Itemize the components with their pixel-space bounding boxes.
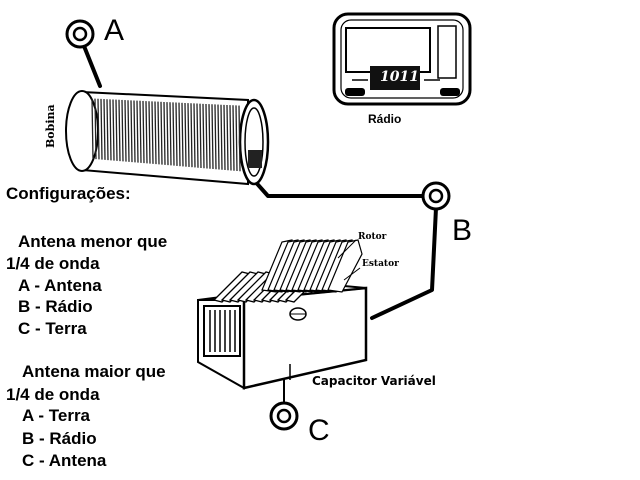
stator-label: Estator <box>362 259 399 269</box>
coil-winding <box>148 101 151 164</box>
coil-winding <box>163 101 166 165</box>
capacitor-label: Capacitor Variável <box>312 374 436 388</box>
coil-winding <box>91 98 94 159</box>
case1-item-c: C - Terra <box>18 319 87 338</box>
coil-winding <box>142 100 145 164</box>
coil-winding <box>100 98 103 160</box>
config-title: Configurações: <box>6 184 131 203</box>
coil-winding <box>136 100 139 163</box>
coil-winding <box>178 102 181 167</box>
case2-item-a: A - Terra <box>22 406 91 425</box>
radio-label: Rádio <box>368 112 402 126</box>
coil-winding <box>238 105 241 172</box>
case1-item-a: A - Antena <box>18 276 102 295</box>
wire-b-top <box>250 176 426 198</box>
coil-winding <box>226 104 229 171</box>
coil-winding <box>115 99 118 161</box>
coil-winding <box>232 105 235 171</box>
coil-winding <box>169 102 172 166</box>
coil-winding <box>187 103 190 167</box>
coil-winding <box>106 99 109 161</box>
coil-winding <box>199 103 202 168</box>
coil-winding <box>145 101 148 164</box>
terminal-c-icon <box>269 401 299 431</box>
coil-winding <box>103 99 106 160</box>
coil-winding <box>208 104 211 169</box>
coil-icon <box>65 90 270 186</box>
coil-winding <box>160 101 163 165</box>
case2-heading-line2: 1/4 de onda <box>6 385 100 404</box>
radio-icon <box>332 12 472 106</box>
wire-a <box>82 44 102 88</box>
coil-winding <box>190 103 193 168</box>
wire-b-down <box>370 206 438 320</box>
coil-winding <box>109 99 112 161</box>
coil-winding <box>94 98 97 160</box>
coil-winding <box>202 103 205 169</box>
coil-winding <box>157 101 160 165</box>
coil-winding <box>184 102 187 167</box>
coil-winding <box>121 99 124 162</box>
coil-winding <box>217 104 220 170</box>
terminal-c-label: C <box>308 414 330 447</box>
capacitor-icon <box>197 239 368 390</box>
coil-winding <box>124 100 127 162</box>
coil-winding <box>235 105 238 171</box>
radio-display: 1011 <box>380 69 419 85</box>
coil-winding <box>181 102 184 167</box>
rotor-label: Rotor <box>358 232 387 242</box>
coil-winding <box>205 103 208 169</box>
case1-item-b: B - Rádio <box>18 297 93 316</box>
coil-winding <box>211 104 214 169</box>
terminal-b-icon <box>421 181 451 211</box>
case2-heading-line1: Antena maior que <box>22 362 166 381</box>
coil-winding <box>139 100 142 163</box>
coil-winding <box>97 98 100 160</box>
coil-label: Bobina <box>44 104 57 148</box>
terminal-a-icon <box>65 19 95 49</box>
coil-winding <box>151 101 154 164</box>
case2-item-b: B - Rádio <box>22 429 97 448</box>
terminal-a-label: A <box>104 14 125 47</box>
coil-winding <box>130 100 133 163</box>
coil-winding <box>112 99 115 161</box>
coil-winding <box>214 104 217 170</box>
coil-winding <box>172 102 175 166</box>
coil-winding <box>118 99 121 162</box>
terminal-b-label: B <box>452 214 473 247</box>
coil-winding <box>133 100 136 163</box>
coil-winding <box>193 103 196 168</box>
case1-heading-line1: Antena menor que <box>18 232 168 251</box>
coil-winding <box>223 104 226 170</box>
case2-item-c: C - Antena <box>22 451 107 470</box>
coil-winding <box>166 102 169 166</box>
coil-winding <box>175 102 178 166</box>
coil-winding <box>196 103 199 168</box>
coil-winding <box>127 100 130 162</box>
coil-winding <box>229 105 232 171</box>
case1-heading-line2: 1/4 de onda <box>6 254 100 273</box>
coil-winding <box>220 104 223 170</box>
coil-winding <box>154 101 157 165</box>
rotor-plate <box>327 239 363 293</box>
